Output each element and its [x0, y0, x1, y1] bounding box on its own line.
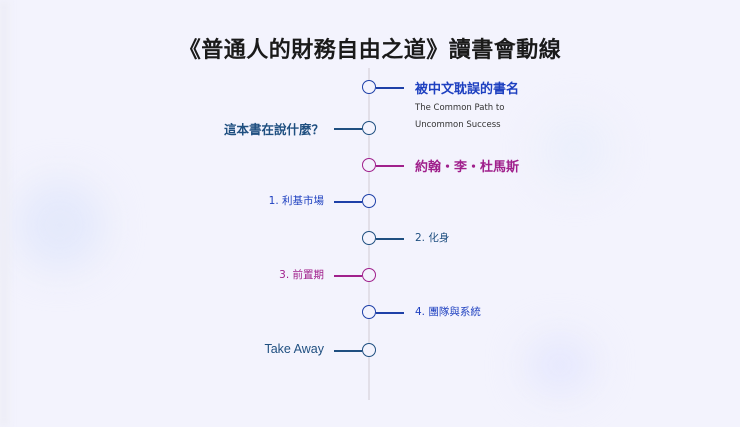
- node-label: 被中文耽誤的書名: [415, 82, 520, 97]
- node-circle[interactable]: [362, 194, 376, 208]
- node-connector: [334, 275, 362, 277]
- background-glow: [525, 335, 595, 395]
- node-connector: [334, 201, 362, 203]
- node-label: 1. 利基市場: [268, 195, 324, 207]
- node-label: 這本書在說什麼？: [223, 122, 324, 137]
- node-label: 3. 前置期: [279, 269, 324, 281]
- diagram-title: 《普通人的財務自由之道》讀書會動線: [178, 38, 562, 63]
- node-connector: [334, 128, 362, 130]
- node-connector: [334, 350, 362, 352]
- node-label: 約翰・李・杜馬斯: [415, 160, 520, 175]
- node-circle[interactable]: [362, 343, 376, 357]
- node-circle[interactable]: [362, 231, 376, 245]
- node-circle[interactable]: [362, 268, 376, 282]
- node-circle[interactable]: [362, 80, 376, 94]
- node-circle[interactable]: [362, 305, 376, 319]
- node-label: Take Away: [264, 342, 324, 356]
- node-circle[interactable]: [362, 121, 376, 135]
- node-connector: [376, 312, 404, 314]
- node-connector: [376, 165, 404, 167]
- node-subtitle: The Common Path to Uncommon Success: [415, 103, 505, 130]
- node-connector: [376, 238, 404, 240]
- node-label: 4. 團隊與系統: [415, 306, 481, 318]
- node-connector: [376, 87, 404, 89]
- left-edge-shadow: [0, 0, 8, 427]
- node-label: 2. 化身: [415, 232, 450, 244]
- background-glow: [540, 115, 610, 185]
- node-circle[interactable]: [362, 158, 376, 172]
- background-glow: [15, 180, 105, 270]
